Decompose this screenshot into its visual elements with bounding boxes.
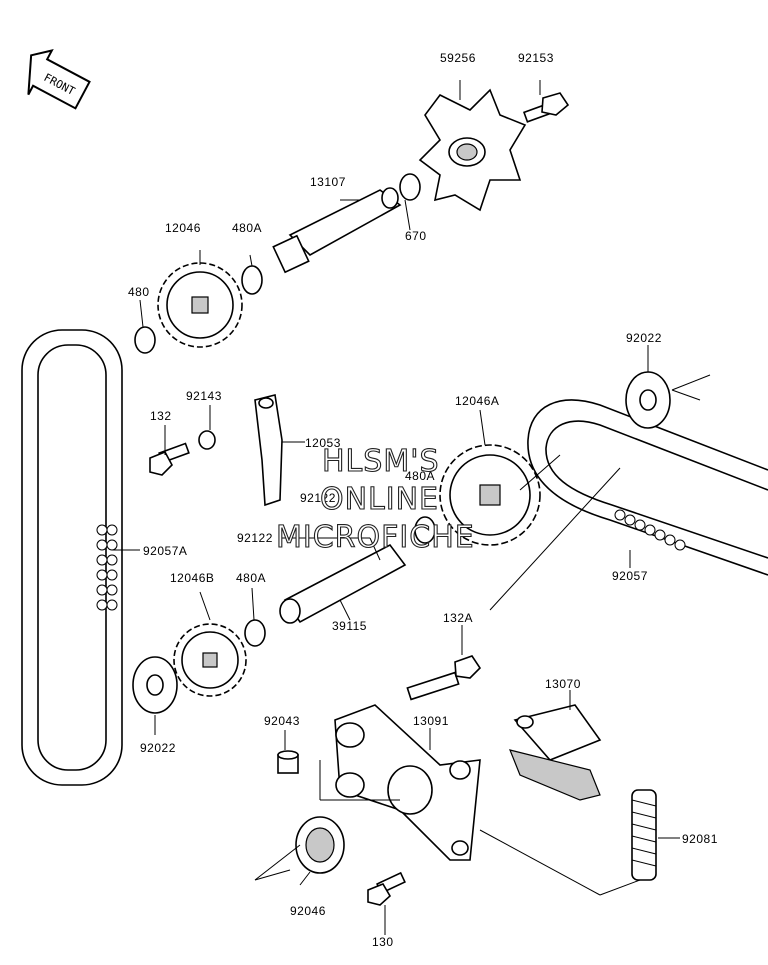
part-label-12046B: 12046B (170, 571, 214, 585)
sprocket-12046A-icon (439, 444, 541, 546)
sprocket-12046B-icon (173, 623, 247, 697)
part-label-92153: 92153 (518, 51, 554, 65)
part-label-92022-right: 92022 (626, 331, 662, 345)
left-chain-icon (21, 329, 123, 786)
part-label-132: 132 (150, 409, 172, 423)
part-label-92057: 92057 (612, 569, 648, 583)
ring-480A-low-icon (244, 619, 266, 647)
leader-lines (112, 80, 711, 935)
watermark-line-2: ONLINE (320, 482, 439, 517)
part-label-39115: 39115 (332, 619, 367, 633)
bolt-132A-icon (406, 655, 482, 701)
bearing-92046-icon (295, 816, 345, 874)
ring-480-icon (134, 326, 156, 354)
collar-92143-icon (198, 430, 216, 450)
arm-12053-icon (254, 394, 283, 507)
part-label-92046: 92046 (290, 904, 326, 918)
washer-92022-left-icon (132, 656, 178, 714)
part-label-92057A: 92057A (143, 544, 187, 558)
shaft-13107-icon (272, 187, 402, 274)
part-label-480: 480 (128, 285, 150, 299)
bracket-13091-icon (334, 704, 481, 861)
part-label-92022-left: 92022 (140, 741, 176, 755)
part-label-12046A: 12046A (455, 394, 499, 408)
part-label-480A-mid: 480A (405, 469, 435, 483)
shaft-39115-icon (279, 543, 407, 624)
part-label-13091: 13091 (413, 714, 449, 728)
ring-480A-top-icon (241, 265, 263, 295)
part-label-130: 130 (372, 935, 394, 949)
washer-92022-right-icon (625, 371, 671, 429)
part-label-13107: 13107 (310, 175, 346, 189)
spring-92081-icon (631, 789, 657, 881)
part-label-92081: 92081 (682, 832, 718, 846)
front-arrow-icon: FRONT (27, 48, 91, 110)
ring-670-icon (399, 173, 421, 201)
part-label-480A-top: 480A (232, 221, 262, 235)
part-label-132A: 132A (443, 611, 473, 625)
ring-480A-mid-icon (414, 516, 436, 544)
part-label-59256: 59256 (440, 51, 476, 65)
sprocket-12046-icon (157, 262, 243, 348)
watermark: HLSM'S ONLINE MICROFICHE (275, 443, 475, 555)
watermark-line-1: HLSM'S (322, 444, 440, 479)
part-label-92122-a: 92122 (300, 491, 336, 505)
tensioner-13070-icon (509, 704, 602, 801)
part-label-13070: 13070 (545, 677, 581, 691)
part-label-12053: 12053 (305, 436, 341, 450)
part-label-670: 670 (405, 229, 427, 243)
bolt-92153-icon (522, 92, 570, 123)
bolt-132-icon (149, 442, 190, 476)
part-label-12046: 12046 (165, 221, 201, 235)
part-label-92122-b: 92122 (237, 531, 273, 545)
part-label-92043: 92043 (264, 714, 300, 728)
pin-92043-icon (277, 750, 299, 774)
right-chain-icon (527, 399, 768, 576)
bolt-130-icon (367, 871, 406, 906)
part-label-92143: 92143 (186, 389, 222, 403)
sprocket-59256-icon (418, 88, 527, 212)
watermark-line-3: MICROFICHE (276, 520, 475, 555)
part-label-480A-low: 480A (236, 571, 266, 585)
